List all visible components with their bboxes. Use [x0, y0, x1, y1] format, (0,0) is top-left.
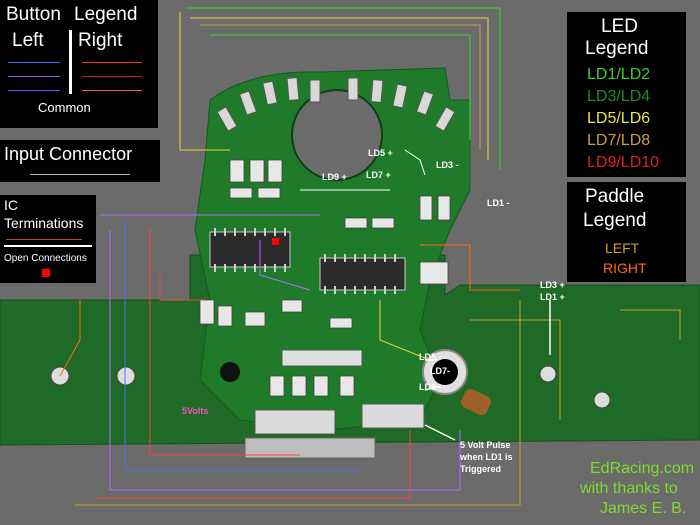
- connector-main: [281, 349, 363, 367]
- ic-u2: [319, 257, 406, 291]
- led-legend-item-4: LD7/LD8: [587, 132, 651, 149]
- paddle-legend-title2: Legend: [583, 210, 647, 231]
- credit-line2: with thanks to: [580, 480, 678, 497]
- pcb-upper-board: [194, 67, 471, 431]
- smd-components: [199, 159, 451, 397]
- label-pulse-line3: Triggered: [460, 464, 502, 474]
- left-line-2: [8, 76, 60, 77]
- label-ld7-plus: LD7 +: [366, 170, 391, 180]
- paddle-legend-left: LEFT: [605, 240, 640, 256]
- ic-terminations-title1: IC: [4, 197, 18, 213]
- label-ld3-plus: LD3 +: [540, 280, 565, 290]
- right-line-3: [82, 90, 142, 91]
- credit-line3: James E. B.: [600, 500, 687, 517]
- mount-hole-right2: [593, 391, 611, 409]
- left-line-1: [8, 62, 60, 63]
- ic-term-line: [6, 239, 82, 240]
- pointer-arrows: [424, 300, 551, 441]
- ic-pins: [214, 228, 396, 294]
- paddle-legend-panel: Paddle Legend LEFT RIGHT: [567, 182, 686, 282]
- left-line-3: [8, 90, 60, 91]
- input-connector-line: [30, 174, 130, 175]
- center-hole: [291, 89, 383, 181]
- button-legend-right: Right: [78, 30, 123, 51]
- label-ld9-minus: LD9 -: [419, 382, 442, 392]
- led-legend-item-2: LD3/LD4: [587, 88, 651, 105]
- ic-terminations-title2: Terminations: [4, 215, 84, 231]
- connector-base: [244, 437, 376, 459]
- led-legend-item-3: LD5/LD6: [587, 110, 651, 127]
- label-pulse-line1: 5 Volt Pulse: [460, 440, 511, 450]
- button-legend-panel: Button Legend Left Right Common: [0, 0, 158, 128]
- label-ld5-plus: LD5 +: [368, 148, 393, 158]
- label-ld3-minus: LD3 -: [436, 160, 459, 170]
- input-connector-label: Input Connector: [4, 144, 133, 164]
- trace-lines: [59, 7, 681, 506]
- mount-hole-center: [220, 362, 240, 382]
- mount-hole-right: [539, 365, 557, 383]
- led-legend-item-1: LD1/LD2: [587, 66, 651, 83]
- paddle-legend-title1: Paddle: [585, 186, 645, 207]
- paddle-legend-right: RIGHT: [603, 260, 647, 276]
- button-legend-left: Left: [12, 30, 44, 51]
- label-pulse-line2: when LD1 is: [460, 452, 513, 462]
- label-five-volts: 5Volts: [182, 406, 209, 416]
- right-line-2: [82, 76, 142, 77]
- ic-terminations-panel: IC Terminations Open Connections: [0, 195, 96, 283]
- button-legend-common: Common: [38, 100, 91, 115]
- label-ld9-plus: LD9 +: [322, 172, 347, 182]
- label-ld5-minus: LD5 -: [419, 352, 442, 362]
- input-connector-panel: Input Connector: [0, 140, 160, 182]
- ic-u1: [209, 231, 291, 268]
- label-ld1-plus: LD1 +: [540, 292, 565, 302]
- led-row: [216, 77, 456, 132]
- led-legend-panel: LED Legend LD1/LD2 LD3/LD4 LD5/LD6 LD7/L…: [567, 12, 686, 177]
- button-legend-title-right: Legend: [74, 4, 138, 25]
- label-ld7-minus: LD7-: [430, 366, 450, 376]
- button-legend-title-left: Button: [6, 4, 61, 25]
- mount-hole-left2: [116, 366, 136, 386]
- led-legend-title1: LED: [601, 16, 638, 37]
- cable-tab: [461, 388, 491, 416]
- label-ld1-minus: LD1 -: [487, 198, 510, 208]
- connector-tp6: [254, 409, 336, 435]
- ic-term-divider: [4, 245, 92, 247]
- legend-divider: [69, 30, 72, 94]
- open-connection-marker: [272, 238, 279, 245]
- led-legend-item-5: LD9/LD10: [587, 154, 660, 171]
- connector-tp5: [361, 403, 425, 429]
- led-legend-title2: Legend: [585, 38, 649, 59]
- open-connections-label: Open Connections: [4, 253, 87, 264]
- open-connections-swatch: [42, 269, 50, 277]
- credit-line1: EdRacing.com: [590, 460, 695, 477]
- right-line-1: [82, 62, 142, 63]
